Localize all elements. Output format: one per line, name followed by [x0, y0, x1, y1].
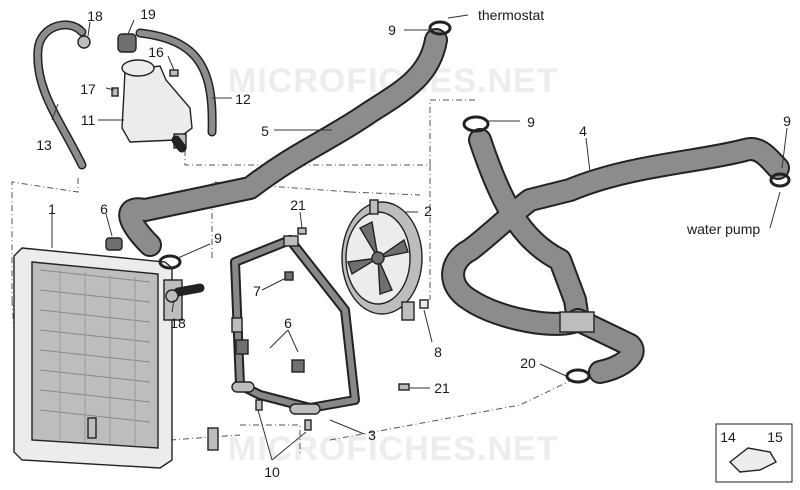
- callout-21-top: 21: [290, 197, 306, 213]
- hardware: [105, 69, 429, 431]
- callout-6-top: 6: [100, 201, 108, 217]
- callout-6-bracket: 6: [284, 315, 292, 331]
- inset-box: [715, 423, 793, 483]
- fan-bracket: [230, 235, 360, 415]
- callout-21-bottom: 21: [434, 380, 450, 396]
- callout-9-pump: 9: [783, 113, 791, 129]
- callout-17: 17: [80, 81, 96, 97]
- hose-5: [118, 28, 448, 257]
- callout-9-radiator: 9: [214, 230, 222, 246]
- callout-15: 15: [767, 429, 783, 445]
- callout-12: 12: [235, 91, 251, 107]
- expansion-tank: [117, 33, 193, 153]
- hose-clamps: [158, 20, 791, 384]
- callout-9-mid: 9: [527, 114, 535, 130]
- callout-8: 8: [434, 344, 442, 360]
- callout-10: 10: [264, 464, 280, 480]
- callout-18-top: 18: [87, 8, 103, 24]
- radiator: [13, 247, 219, 469]
- callout-4: 4: [579, 123, 587, 139]
- overflow-hoses: [33, 20, 217, 170]
- callout-labels: thermostat water pump 18 19 16 17 11 13 …: [36, 6, 791, 480]
- hose-4: [441, 128, 790, 384]
- leader-lines: [51, 14, 788, 461]
- callout-2: 2: [424, 203, 432, 219]
- callout-13: 13: [36, 137, 52, 153]
- callout-19: 19: [140, 6, 156, 22]
- watermark-bottom: MICROFICHES.NET: [228, 430, 558, 468]
- callout-1: 1: [48, 201, 56, 217]
- cooling-fan: [341, 199, 423, 321]
- callout-5: 5: [261, 123, 269, 139]
- callout-11: 11: [81, 112, 96, 128]
- label-water-pump: water pump: [686, 221, 760, 237]
- callout-7: 7: [253, 283, 261, 299]
- callout-16: 16: [148, 44, 164, 60]
- assembly-lines: [11, 99, 573, 455]
- callout-14: 14: [720, 429, 736, 445]
- callout-3: 3: [368, 427, 376, 443]
- callout-18-radiator: 18: [170, 315, 186, 331]
- label-thermostat: thermostat: [478, 7, 544, 23]
- callout-20: 20: [520, 355, 536, 371]
- callout-9-thermostat: 9: [388, 22, 396, 38]
